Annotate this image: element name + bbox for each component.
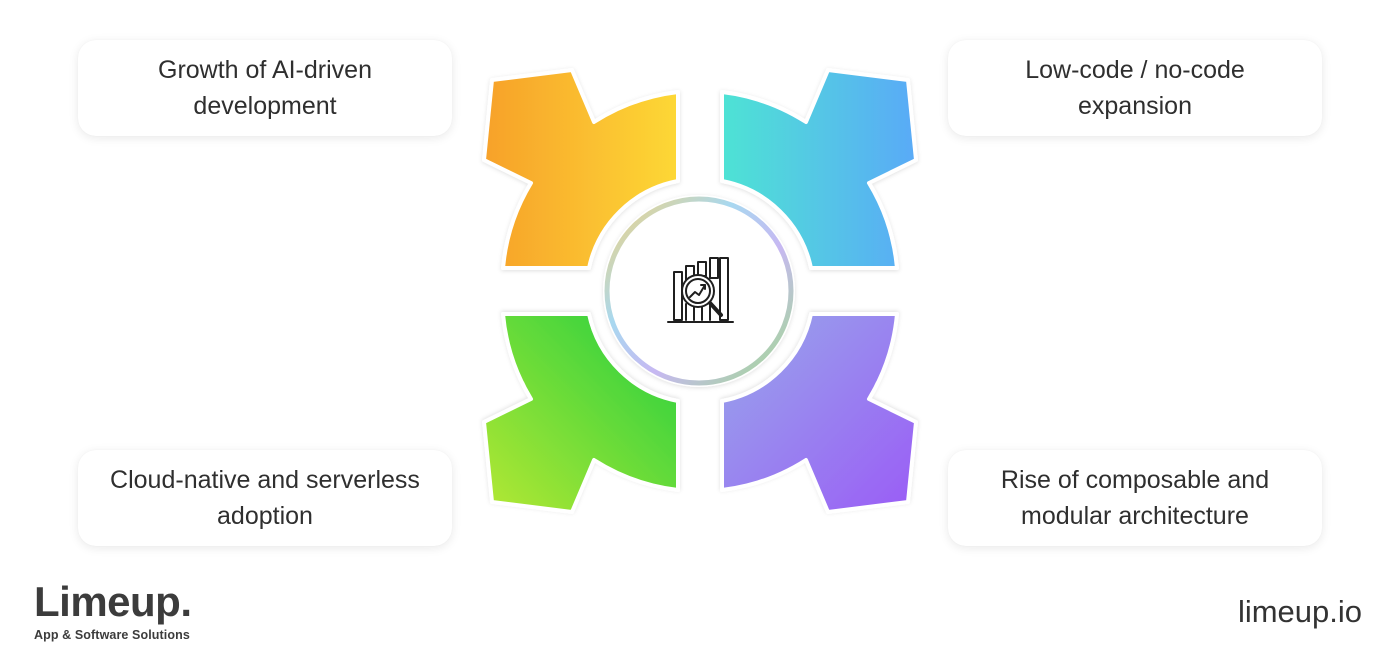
card-label: Low-code / no-code expansion [1025,56,1245,120]
arrow-top-right [720,68,918,270]
logo-wordmark: Limeup. [34,578,192,625]
brand-logo[interactable]: Limeup. App & Software Solutions [34,578,192,643]
card-cloud-native-adoption: Cloud-native and serverless adoption [78,450,452,546]
arrow-bottom-left [482,312,680,514]
card-label: Rise of composable and modular architect… [1000,466,1270,530]
card-label: Growth of AI-driven development [158,56,372,120]
arrow-top-left [482,68,680,270]
card-low-code-expansion: Low-code / no-code expansion [948,40,1322,136]
card-composable-architecture: Rise of composable and modular architect… [948,450,1322,546]
card-label: Cloud-native and serverless adoption [110,466,420,530]
arrow-bottom-right [720,312,918,514]
website-link[interactable]: limeup.io [1237,594,1362,629]
chart-magnifier-icon [667,257,734,323]
logo-tagline: App & Software Solutions [34,628,190,642]
card-ai-driven-development: Growth of AI-driven development [78,40,452,136]
